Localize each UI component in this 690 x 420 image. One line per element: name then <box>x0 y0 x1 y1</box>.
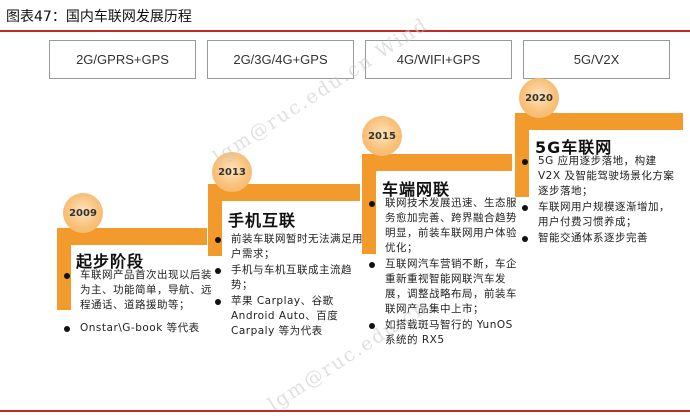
stage-list-2009: 车联网产品首次出现以后装为主、功能简单，导航、远程通话、道路援助等； Onsta… <box>62 268 212 337</box>
list-item: 车联网产品首次出现以后装为主、功能简单，导航、远程通话、道路援助等； <box>62 268 212 313</box>
step-bar-2015 <box>362 154 512 171</box>
step-bar-2009 <box>57 228 207 245</box>
bullet-icon <box>215 268 221 274</box>
step-bar-2013 <box>208 184 360 201</box>
bullet-icon <box>522 205 528 211</box>
tech-box-2g: 2G/GPRS+GPS <box>49 40 196 79</box>
bullet-icon <box>522 236 528 242</box>
bullet-icon <box>215 237 221 243</box>
bullet-icon <box>369 323 375 329</box>
bullet-icon <box>215 299 221 305</box>
step-post-2009 <box>57 228 71 310</box>
top-rule <box>0 30 690 32</box>
year-badge-2013: 2013 <box>212 152 252 192</box>
bullet-icon <box>369 201 375 207</box>
year-badge-2015: 2015 <box>362 116 402 156</box>
bullet-icon <box>522 159 528 165</box>
stage-list-2020: 5G 应用逐步落地，构建 V2X 及智能驾驶场景化方案逐步落地； 车联网用户规模… <box>520 154 680 247</box>
tech-box-4g-wifi: 4G/WIFI+GPS <box>365 40 512 79</box>
stage-list-2013: 前装车联网暂时无法满足用户需求； 手机与车机互联成主流趋势； 苹果 Carpla… <box>213 232 363 340</box>
list-item: 车联网用户规模逐渐增加，用户付费习惯养成； <box>520 200 680 230</box>
stage-title-2013: 手机互联 <box>228 211 297 230</box>
list-item: 智能交通体系逐步完善 <box>520 231 680 246</box>
bullet-icon <box>369 262 375 268</box>
list-item: 手机与车机互联成主流趋势； <box>213 263 363 293</box>
stage-title-2015: 车端网联 <box>382 180 451 199</box>
stage-title-2020: 5G车联网 <box>535 138 613 157</box>
list-item: 互联网汽车营销不断，车企重新重视智能网联汽车发展，调整战略布局，前装车联网产品集… <box>367 257 517 317</box>
list-item: 如搭载斑马智行的 YunOS 系统的 RX5 <box>367 318 517 348</box>
list-item: 苹果 Carplay、谷歌 Android Auto、百度 Carpaly 等为… <box>213 294 363 339</box>
year-badge-2009: 2009 <box>63 193 103 233</box>
stage-title-2009: 起步阶段 <box>76 252 145 271</box>
step-post-2020 <box>515 113 529 197</box>
tech-box-5g: 5G/V2X <box>523 40 670 79</box>
bullet-icon <box>64 273 70 279</box>
list-item: 5G 应用逐步落地，构建 V2X 及智能驾驶场景化方案逐步落地； <box>520 154 680 199</box>
step-bar-2020 <box>515 113 683 130</box>
bottom-rule <box>0 410 690 412</box>
list-item: 前装车联网暂时无法满足用户需求； <box>213 232 363 262</box>
list-item: Onstar\G-book 等代表 <box>62 321 212 336</box>
figure-title: 图表47：国内车联网发展历程 <box>6 9 192 25</box>
bullet-icon <box>64 326 70 332</box>
list-item: 联网技术发展迅速、生态服务愈加完善、跨界融合趋势明显，前装车联网用户体验优化； <box>367 196 517 256</box>
year-badge-2020: 2020 <box>519 78 559 118</box>
tech-box-3g4g: 2G/3G/4G+GPS <box>207 40 354 79</box>
stage-list-2015: 联网技术发展迅速、生态服务愈加完善、跨界融合趋势明显，前装车联网用户体验优化； … <box>367 196 517 349</box>
